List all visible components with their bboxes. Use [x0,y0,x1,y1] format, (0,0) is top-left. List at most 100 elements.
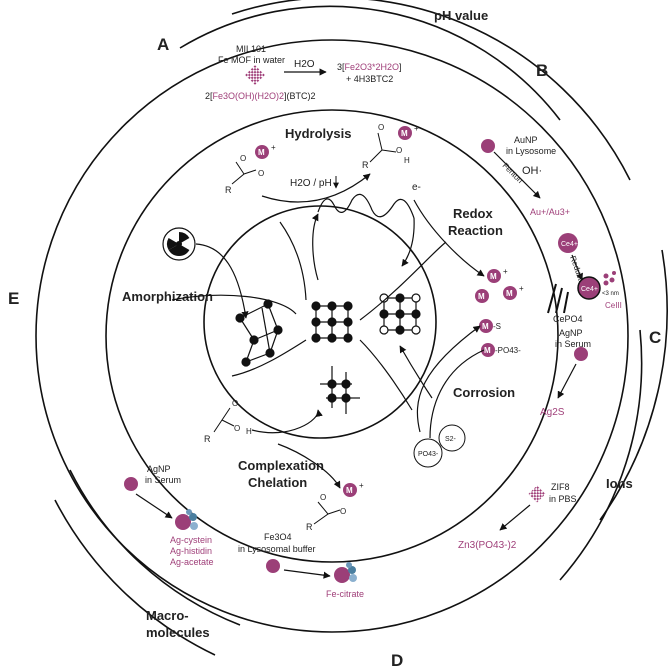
mil-label-2: Fe MOF in water [218,55,285,65]
cepo4-label: CePO4 [553,314,583,324]
svg-text:O: O [340,507,346,516]
fe3o4-particle [266,559,280,573]
ce4b-particle [577,276,601,300]
label-redox-1: Redox [453,206,494,221]
svg-text:O: O [234,424,240,433]
outer-arc-ions-2 [599,249,668,521]
po4-ion [413,438,443,468]
svg-text:O: O [378,123,384,132]
section-c: C [649,328,661,347]
label-ions: Ions [606,476,633,491]
hydro-h2o-ph: H2O / pH [290,178,332,189]
svg-text:M: M [490,272,497,281]
metal-ion-hydro-1 [255,145,269,159]
svg-text:R: R [362,160,369,170]
zif-label-2: in PBS [549,494,577,504]
metal-ion-hydro-2 [398,126,412,140]
aunp-oh: OH· [522,165,542,177]
svg-text:+: + [271,143,276,152]
ag2s-product: Ag2S [540,407,565,418]
outer-arc-macro [69,469,241,626]
agnp-serum-label-1: AgNP [559,328,583,338]
agnp-serum-label-2: in Serum [555,339,591,349]
svg-text:S2-: S2- [445,436,457,443]
svg-text:M: M [346,486,353,495]
svg-text:PO43-: PO43- [418,451,439,458]
svg-text:H: H [404,156,410,165]
label-macro-1: Macro- [146,608,189,623]
svg-text:-PO43-: -PO43- [495,346,521,355]
outer-circle [35,39,629,633]
svg-text:+: + [359,481,364,490]
svg-text:M: M [401,129,408,138]
svg-text:O: O [396,146,402,155]
outer-arc-ph-2 [231,0,631,181]
label-chelation: Chelation [248,475,307,490]
ag-acetate: Ag-acetate [170,557,214,567]
outer-arc-ph [179,5,561,121]
svg-text:O: O [320,493,326,502]
zif-product: Zn3(PO43-)2 [458,540,517,551]
dissolved-lattice [379,293,421,335]
svg-text:M: M [484,346,491,355]
label-ph: pH value [434,8,488,23]
svg-text:O: O [240,154,246,163]
svg-text:+: + [503,267,508,276]
ag-cystein: Ag-cystein [170,535,212,545]
aunp-label-1: AuNP [514,135,538,145]
outer-arc-ions [559,329,643,581]
svg-text:H: H [246,427,252,436]
fe3o4-label-2: in Lysosomal buffer [238,544,316,554]
s2-ion [438,424,466,452]
electron-label: e- [412,182,421,193]
svg-text:+: + [519,284,524,293]
svg-text:O: O [258,169,264,178]
section-e: E [8,289,19,308]
ce4-label: Ce4+ [561,241,578,248]
ce-nm: <3 nm [602,291,619,297]
label-corrosion: Corrosion [453,385,515,400]
agnp-macro-particle [124,477,138,491]
agnp-macro-label-2: in Serum [145,475,181,485]
radiation-icon [162,227,196,261]
fe-citrate-product: Fe-citrate [326,589,364,599]
svg-text:R: R [225,185,232,195]
svg-text:M: M [258,148,265,157]
label-redox-2: Reaction [448,223,503,238]
zif-label-1: ZIF8 [551,482,570,492]
wavy-redox-line [317,193,415,219]
ag-histidin: Ag-histidin [170,546,212,556]
agnp-serum-particle [574,347,588,361]
mil-product-1: 3[Fe2O3*2H2O] [337,62,402,72]
label-amorphization: Amorphization [122,289,213,304]
ce4-particle [558,233,578,253]
fe3o4-label-1: Fe3O4 [264,532,292,542]
amorphous-structure [235,299,283,367]
svg-text:M: M [506,289,513,298]
mil-label-1: MIL101 [236,44,266,54]
ce-iii: CeIII [605,301,622,310]
metal-ion-chelate [343,483,357,497]
svg-text:R: R [306,522,313,532]
crystal-lattice [311,301,353,343]
middle-circle [105,109,559,563]
mil-h2o: H2O [294,59,315,70]
svg-text:R: R [204,434,211,444]
label-macro-2: molecules [146,625,210,640]
ce4b-label: Ce4+ [581,286,598,293]
label-hydrolysis: Hydrolysis [285,126,351,141]
svg-text:O: O [232,399,238,408]
aunp-fenton: Fenton [501,161,525,185]
svg-text:+: + [414,124,419,133]
mil-product-2: + 4H3BTC2 [346,74,393,84]
outer-arc-macro-2 [54,499,216,656]
aunp-label-2: in Lysosome [506,146,556,156]
label-complexation: Complexation [238,458,324,473]
agnp-macro-label-1: AgNP [147,464,171,474]
svg-text:M: M [482,322,489,331]
mil-reactant: 2[Fe3O(OH)(H2O)2](BTC)2 [205,91,316,101]
section-b: B [536,61,548,80]
section-d: D [391,651,403,667]
aunp-particle [481,139,495,153]
